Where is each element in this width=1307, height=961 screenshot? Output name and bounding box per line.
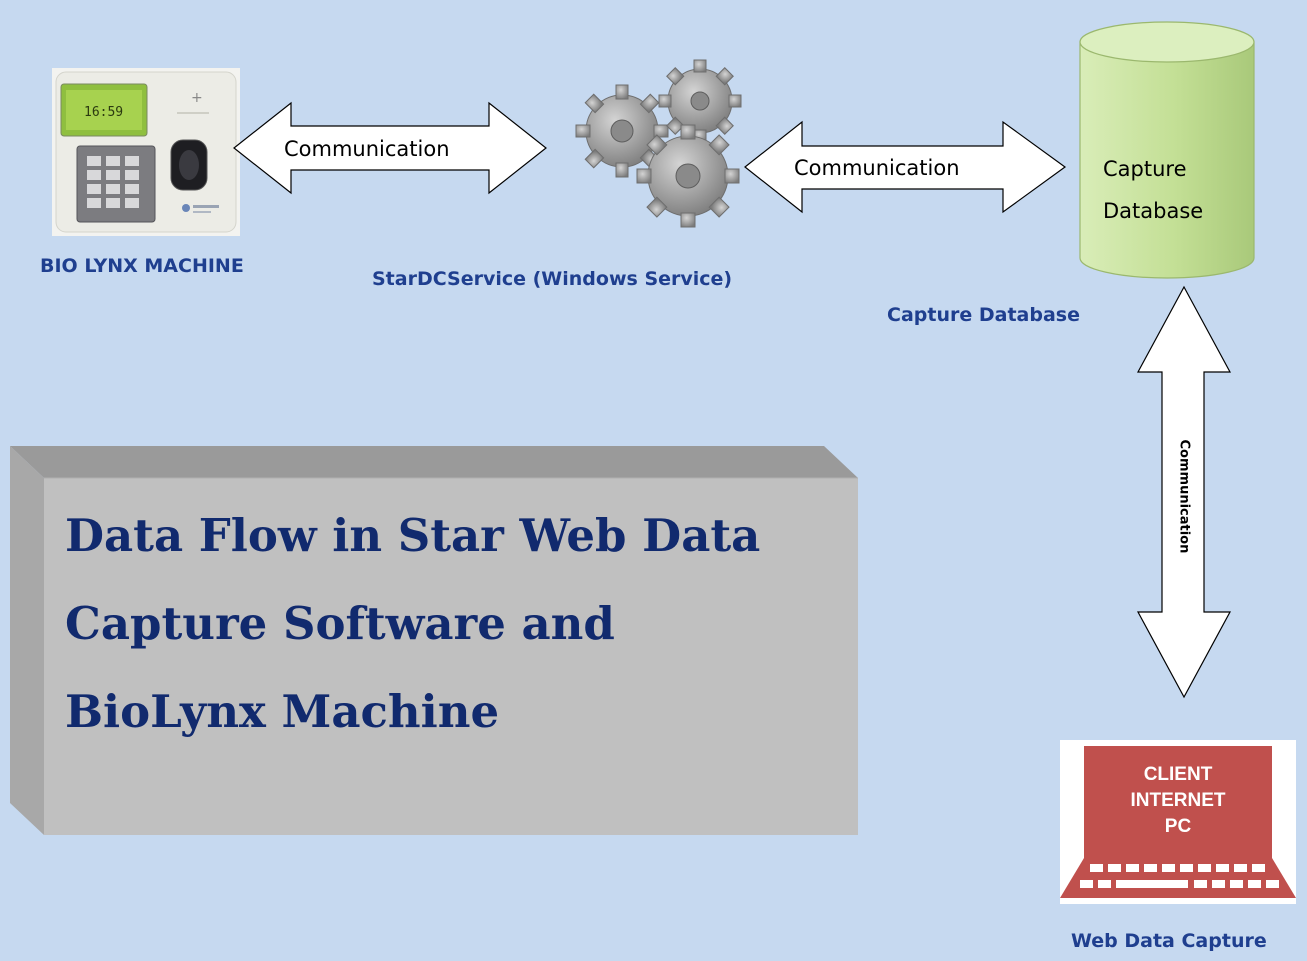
database-inner-line1: Capture — [1103, 157, 1187, 181]
client-pc-line1: CLIENT — [1143, 764, 1213, 785]
service-caption: StarDCService (Windows Service) — [372, 268, 733, 290]
client-caption: Web Data Capture — [1071, 930, 1267, 952]
biolynx-device-image: 16:59 + — [52, 68, 240, 236]
arrow-label-service-database: Communication — [794, 156, 960, 180]
gears-icon — [575, 59, 742, 228]
device-screen-text: 16:59 — [84, 105, 123, 120]
arrow-label-device-service: Communication — [284, 137, 450, 161]
client-pc-line2: INTERNET — [1130, 790, 1226, 811]
arrow-label-database-client: Communication — [1176, 439, 1192, 554]
client-pc-icon — [1060, 740, 1296, 904]
biolynx-caption: BIO LYNX MACHINE — [40, 255, 244, 277]
svg-text:+: + — [191, 90, 203, 106]
title-line-3: BioLynx Machine — [65, 685, 500, 738]
title-line-1: Data Flow in Star Web Data — [65, 509, 761, 562]
client-pc-label: CLIENT INTERNET PC — [1060, 762, 1296, 840]
client-pc-line3: PC — [1164, 816, 1192, 837]
database-inner-line2: Database — [1103, 199, 1204, 223]
database-caption: Capture Database — [887, 304, 1080, 326]
title-line-2: Capture Software and — [65, 597, 615, 650]
database-cylinder-icon — [1079, 21, 1255, 279]
database-inner-label: Capture Database — [1103, 148, 1203, 232]
title-box-text: Data Flow in Star Web Data Capture Softw… — [65, 492, 835, 756]
